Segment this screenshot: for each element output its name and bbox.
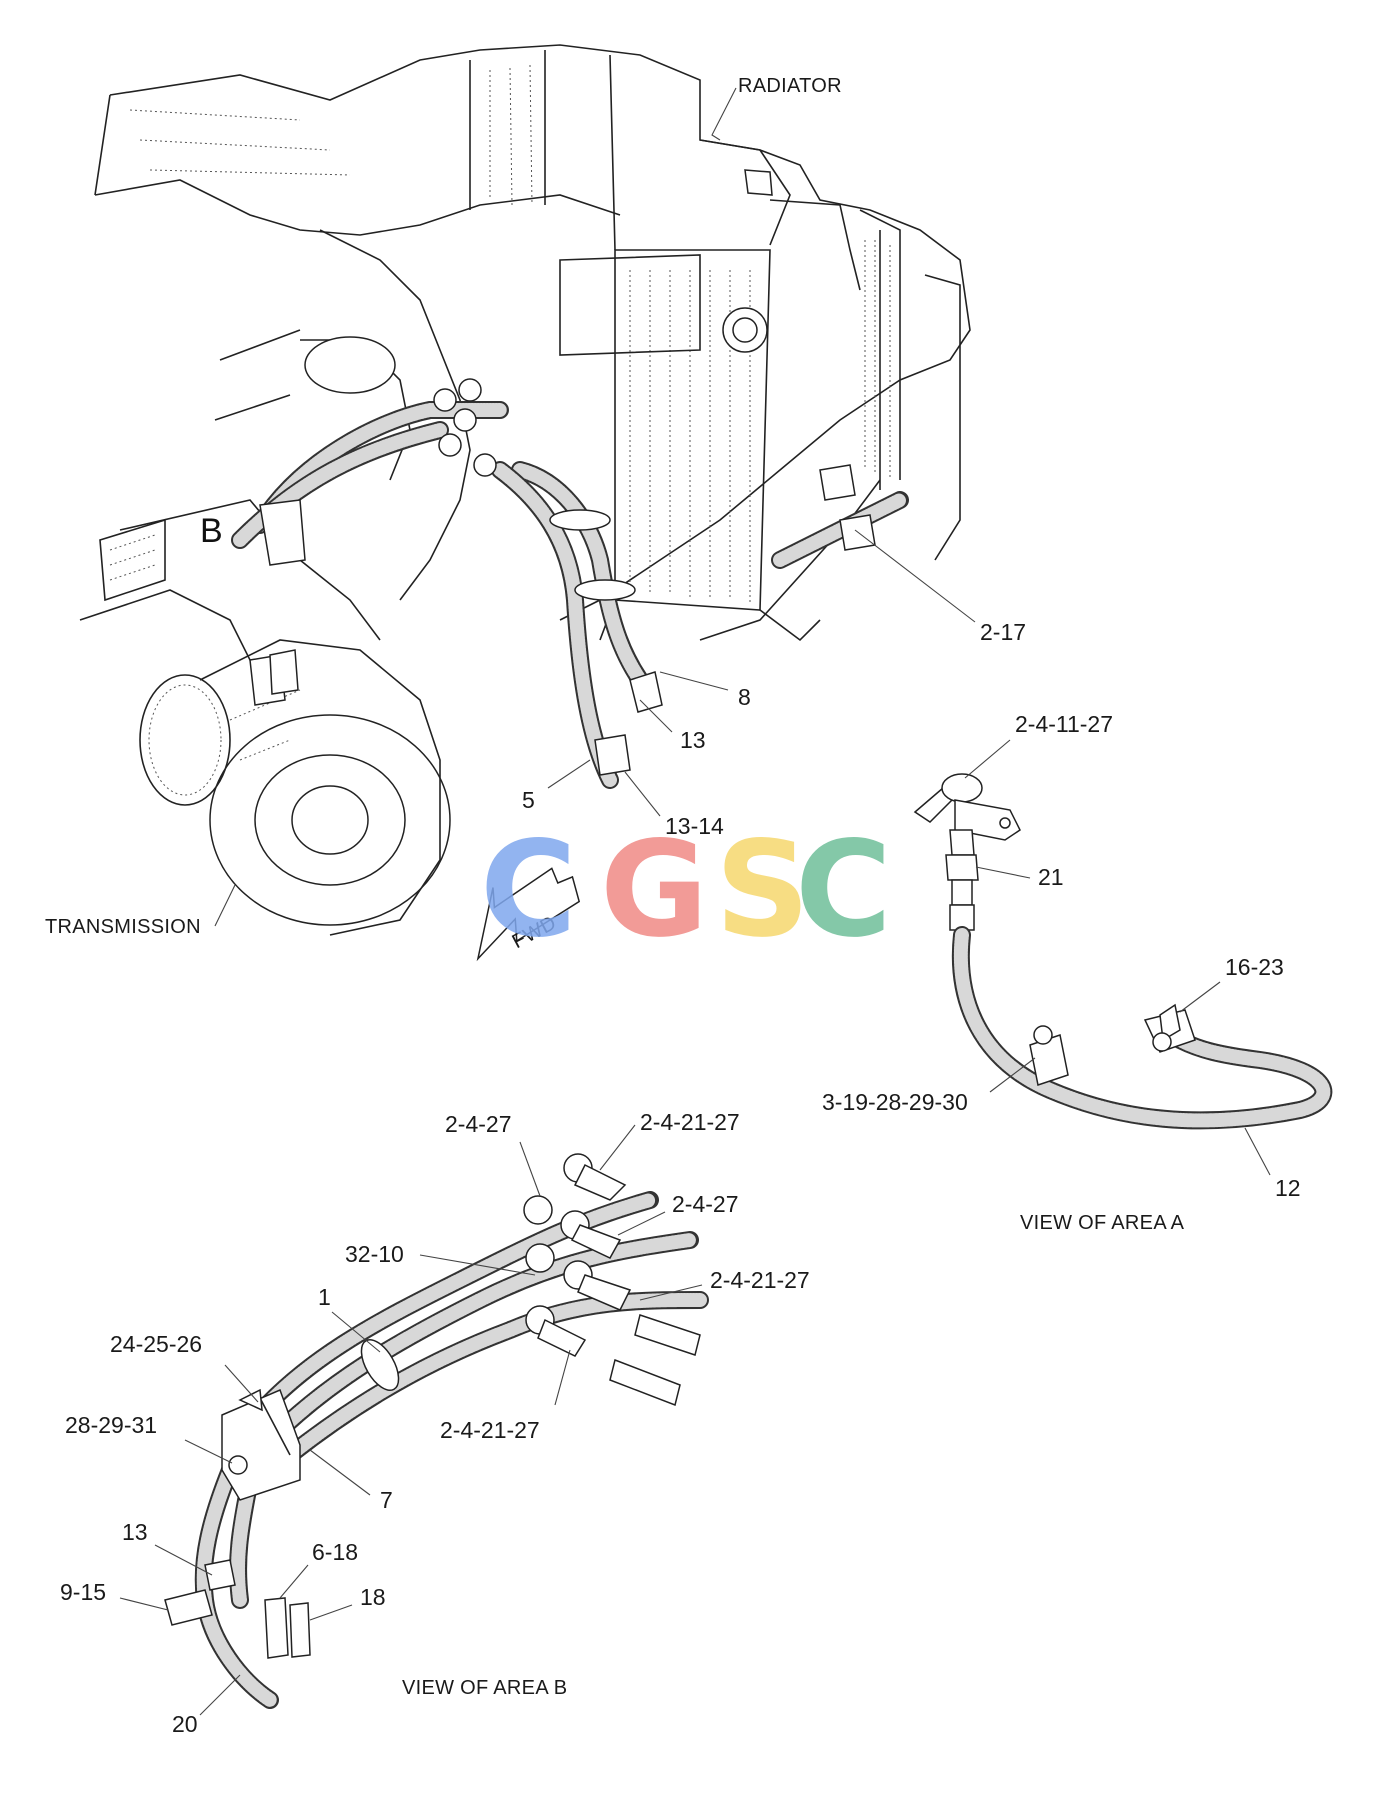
cgsc-watermark: C G S C (480, 813, 892, 967)
area-a-drawing (913, 773, 1333, 1130)
area-b-top-fittings (523, 1153, 701, 1407)
area-b-fittings (249, 378, 497, 706)
callout-12: 12 (1275, 1175, 1301, 1201)
callout-2-4-27-b: 2-4-27 (672, 1191, 738, 1217)
callout-18: 18 (360, 1584, 386, 1610)
callout-2-4-11-27: 2-4-11-27 (1015, 711, 1113, 737)
callout-32-10: 32-10 (345, 1241, 404, 1267)
area-a-callouts: 2-4-11-27 21 16-23 3-19-28-29-30 12 VIEW… (822, 711, 1301, 1234)
watermark-letter-g: G (600, 813, 708, 967)
callout-16-23: 16-23 (1225, 954, 1284, 980)
callout-7: 7 (380, 1487, 393, 1513)
callout-2-4-27-a: 2-4-27 (445, 1111, 511, 1137)
callout-8: 8 (738, 684, 751, 710)
callout-1: 1 (318, 1284, 331, 1310)
watermark-letter-c1: C (480, 813, 577, 967)
area-b-callouts: 2-4-27 2-4-21-27 2-4-27 32-10 2-4-21-27 … (60, 1109, 810, 1737)
area-b-drawing (164, 1153, 709, 1709)
callout-9-15: 9-15 (60, 1579, 106, 1605)
watermark-letter-c2: C (795, 813, 892, 967)
engine-assembly-drawing (79, 44, 971, 936)
callout-13-14: 13-14 (665, 813, 724, 839)
callout-3-19-28-29-30: 3-19-28-29-30 (822, 1089, 968, 1115)
callout-2-4-21-27-b: 2-4-21-27 (710, 1267, 810, 1293)
callout-2-4-21-27-a: 2-4-21-27 (640, 1109, 740, 1135)
callout-2-4-21-27-c: 2-4-21-27 (440, 1417, 540, 1443)
transmission-label: TRANSMISSION (45, 916, 201, 938)
callout-5: 5 (522, 787, 535, 813)
callout-13-b: 13 (122, 1519, 148, 1545)
callout-13: 13 (680, 727, 706, 753)
main-callouts: 2-17 8 13 5 13-14 (522, 529, 1026, 839)
watermark-letter-s: S (715, 813, 810, 967)
area-b-marker: B (200, 512, 223, 550)
view-of-area-a-caption: VIEW OF AREA A (1020, 1212, 1185, 1234)
callout-20: 20 (172, 1711, 198, 1737)
radiator-label: RADIATOR (738, 75, 842, 97)
callout-6-18: 6-18 (312, 1539, 358, 1565)
callout-28-29-31: 28-29-31 (65, 1412, 157, 1438)
callout-2-17: 2-17 (980, 619, 1026, 645)
callout-21: 21 (1038, 864, 1064, 890)
view-of-area-b-caption: VIEW OF AREA B (402, 1677, 567, 1699)
callout-24-25-26: 24-25-26 (110, 1331, 202, 1357)
